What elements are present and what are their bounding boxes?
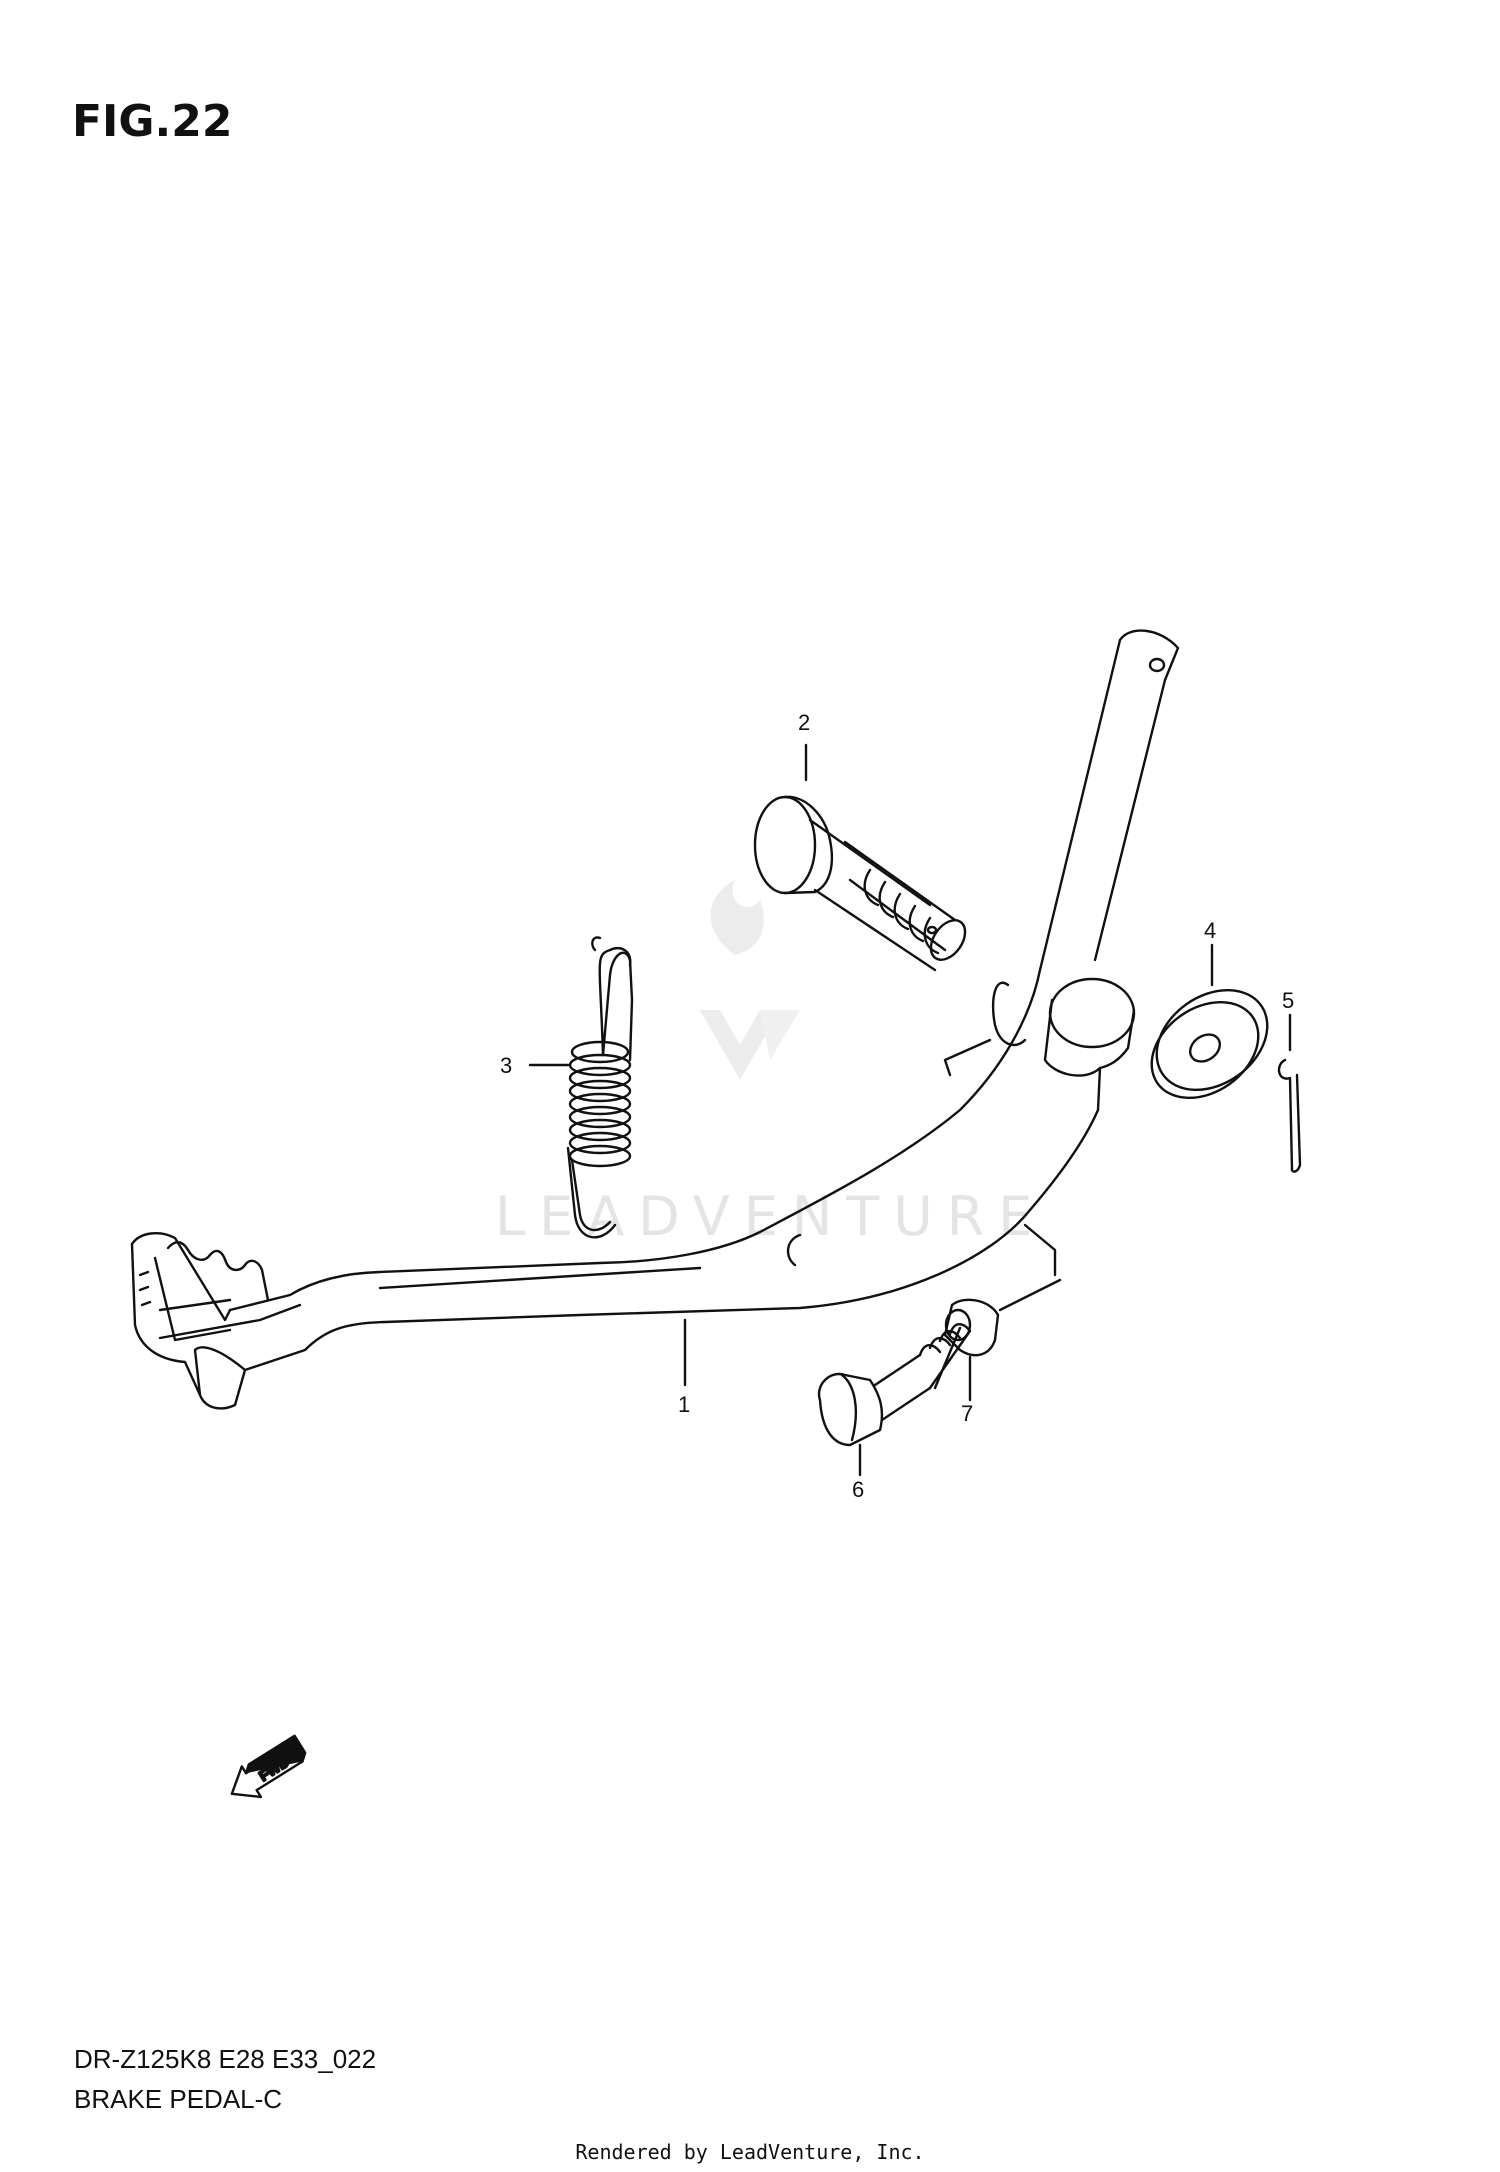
callout-5: 5 (1282, 988, 1294, 1013)
pivot-shaft-icon (753, 743, 967, 972)
return-spring-icon (528, 936, 634, 1239)
callout-1: 1 (678, 1392, 690, 1417)
nut-icon (943, 1278, 1062, 1402)
callout-6: 6 (852, 1477, 864, 1502)
model-code: DR-Z125K8 E28 E33_022 (74, 2044, 377, 2074)
callout-4: 4 (1204, 918, 1216, 943)
cotter-pin-icon (1277, 1013, 1302, 1173)
bolt-icon (817, 1323, 972, 1477)
footer-credit: Rendered by LeadVenture, Inc. (575, 2140, 925, 2164)
leadventure-watermark: LEADVENTURE (495, 880, 1046, 1248)
callout-labels: 1 2 3 4 5 6 7 (500, 710, 1294, 1502)
figure-title: FIG.22 (72, 96, 233, 147)
callout-7: 7 (961, 1401, 973, 1426)
flame-logo-icon (700, 880, 800, 1080)
fwd-direction-arrow-icon: FWD (230, 1734, 307, 1799)
callout-3: 3 (500, 1053, 512, 1078)
figure-name: BRAKE PEDAL-C (74, 2084, 283, 2114)
washer-icon (1150, 943, 1269, 1100)
watermark-text: LEADVENTURE (495, 1185, 1046, 1248)
brake-pedal-icon (130, 629, 1180, 1410)
callout-2: 2 (798, 710, 810, 735)
